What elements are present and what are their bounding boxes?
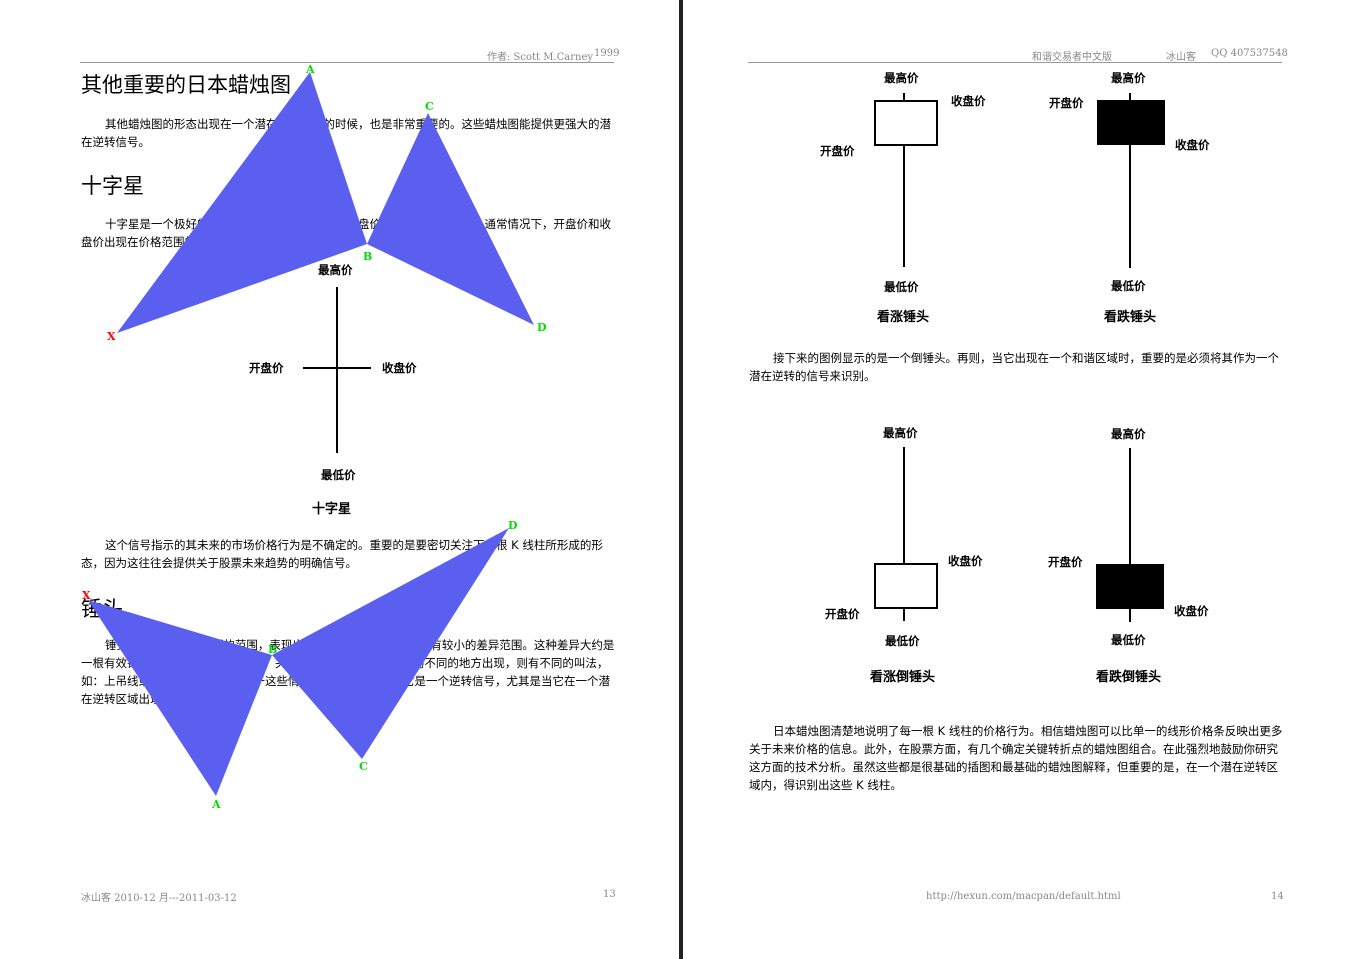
section-title-other-candles: 其他重要的日本蜡烛图 bbox=[81, 73, 291, 97]
bear-inv-hammer-wick bbox=[1129, 448, 1131, 622]
pattern2-point-d: D bbox=[508, 519, 518, 532]
paragraph-inverted-hammer: 接下来的图例显示的是一个倒锤头。再则，当它出现在一个和谐区域时，重要的是必须将其… bbox=[749, 351, 1279, 383]
pattern1-point-d: D bbox=[537, 321, 547, 334]
bull-inv-hammer-body bbox=[874, 563, 938, 609]
bull-inv-hammer-wick bbox=[903, 447, 905, 621]
bull-hammer-open-label: 开盘价 bbox=[820, 144, 855, 158]
doji-high-label: 最高价 bbox=[318, 263, 353, 277]
bull-hammer-wick bbox=[903, 93, 905, 267]
bear-hammer-low-label: 最低价 bbox=[1111, 279, 1146, 293]
bear-inv-hammer-body bbox=[1096, 564, 1164, 609]
doji-open-label: 开盘价 bbox=[249, 361, 284, 375]
footer-left-text: 冰山客 2010-12 月---2011-03-12 bbox=[81, 893, 237, 904]
pattern1-point-x: X bbox=[107, 330, 116, 343]
bearish-pattern: X A B C D bbox=[107, 63, 547, 343]
footer-page-number: 13 bbox=[603, 889, 616, 900]
doji-close-label: 收盘价 bbox=[382, 361, 417, 375]
pattern2-point-a: A bbox=[211, 798, 221, 811]
bull-hammer-low-label: 最低价 bbox=[884, 280, 919, 294]
header-translator: 冰山客 bbox=[1166, 52, 1196, 63]
bull-inv-hammer-high-label: 最高价 bbox=[883, 426, 918, 440]
bull-inv-hammer-close-label: 收盘价 bbox=[948, 554, 983, 568]
pattern1-xab-triangle bbox=[117, 72, 367, 333]
bull-hammer-close-label: 收盘价 bbox=[951, 94, 986, 108]
bear-inv-hammer-high-label: 最高价 bbox=[1111, 427, 1146, 441]
bull-inv-hammer-low-label: 最低价 bbox=[885, 634, 920, 648]
bear-hammer-caption: 看跌锤头 bbox=[1104, 310, 1157, 325]
header-rule bbox=[80, 62, 614, 63]
header-book-title: 和谐交易者中文版 bbox=[1032, 52, 1112, 63]
bear-inv-hammer-caption: 看跌倒锤头 bbox=[1096, 670, 1162, 685]
pattern1-point-b: B bbox=[363, 250, 372, 263]
doji-cross-bar bbox=[303, 367, 371, 369]
right-page: 和谐交易者中文版 冰山客 QQ 407537548 最高价 收盘价 开盘价 最低… bbox=[686, 0, 1362, 959]
pattern1-point-c: C bbox=[425, 100, 434, 113]
left-page: 作者: Scott M.Carney 1999 其他重要的日本蜡烛图 其他蜡烛图… bbox=[0, 0, 676, 959]
paragraph-doji-signal: 这个信号指示的其未来的市场价格行为是不确定的。重要的是要密切关注下一根 K 线柱… bbox=[81, 538, 603, 570]
paragraph-doji: 十字星是一个极好的潜在逆转信号。它出现时，开盘价和收盘价是相同的。通常情况下，开… bbox=[81, 217, 611, 249]
bull-hammer-body bbox=[874, 100, 938, 146]
header-year: 1999 bbox=[594, 48, 620, 59]
bear-inv-hammer-open-label: 开盘价 bbox=[1048, 555, 1083, 569]
header-author: 作者: Scott M.Carney bbox=[487, 52, 594, 63]
bear-hammer-body bbox=[1097, 100, 1165, 145]
paragraph-conclusion: 日本蜡烛图清楚地说明了每一根 K 线柱的价格行为。相信蜡烛图可以比单一的线形价格… bbox=[749, 724, 1283, 792]
pattern2-point-c: C bbox=[359, 760, 368, 773]
section-title-doji: 十字星 bbox=[81, 174, 144, 198]
footer-url: http://hexun.com/macpan/default.html bbox=[926, 891, 1121, 902]
bear-inv-hammer-close-label: 收盘价 bbox=[1174, 604, 1209, 618]
bull-hammer-caption: 看涨锤头 bbox=[877, 310, 930, 325]
page-gutter bbox=[676, 0, 686, 959]
bull-inv-hammer-open-label: 开盘价 bbox=[825, 607, 860, 621]
bear-hammer-high-label: 最高价 bbox=[1111, 71, 1146, 85]
header-rule bbox=[748, 62, 1282, 63]
paragraph-hammer: 锤头 K 线柱有一段宽幅的范围，表现出的是开盘价和收盘价之间有较小的差异范围。这… bbox=[81, 638, 615, 706]
bear-hammer-wick bbox=[1129, 93, 1131, 268]
bear-hammer-close-label: 收盘价 bbox=[1175, 138, 1210, 152]
paragraph-intro: 其他蜡烛图的形态出现在一个潜在逆转区域的时候，也是非常重要的。这些蜡烛图能提供更… bbox=[81, 117, 611, 149]
bear-inv-hammer-low-label: 最低价 bbox=[1111, 633, 1146, 647]
header-qq: QQ 407537548 bbox=[1211, 48, 1288, 59]
bear-hammer-open-label: 开盘价 bbox=[1049, 96, 1084, 110]
pattern1-point-a: A bbox=[305, 63, 315, 76]
doji-wick bbox=[336, 287, 338, 453]
footer-page-number: 14 bbox=[1271, 891, 1284, 902]
doji-caption: 十字星 bbox=[312, 502, 352, 517]
bull-inv-hammer-caption: 看涨倒锤头 bbox=[870, 670, 936, 685]
bull-hammer-high-label: 最高价 bbox=[884, 71, 919, 85]
section-title-hammer: 锤头 bbox=[81, 597, 123, 621]
doji-low-label: 最低价 bbox=[321, 468, 356, 482]
